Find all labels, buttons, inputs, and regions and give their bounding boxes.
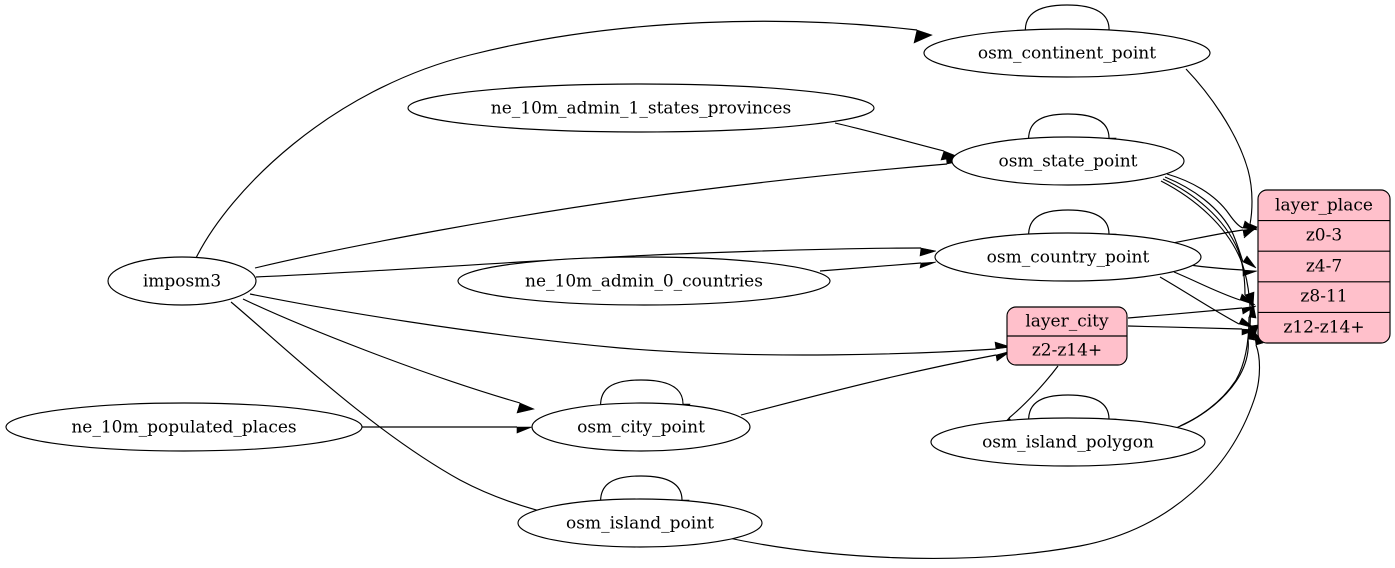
node-label-osm_island_polygon: osm_island_polygon — [982, 433, 1154, 453]
node-osm_city_point[interactable]: osm_city_point — [531, 402, 751, 452]
edge-ne_admin1-to-osm_state_point — [834, 122, 961, 161]
node-label-ne_10m_populated_places: ne_10m_populated_places — [71, 418, 296, 438]
edge-imposm3-to-osm_state_point — [254, 154, 964, 269]
edge-osm_island_polygon-to-layer_place-z12 — [1179, 324, 1256, 427]
record-layer: layer_place z0-3 z4-7 z8-11 z12-z14+ lay… — [1006, 189, 1391, 366]
edge-osm_country_point-to-layer_place-z0-3 — [1172, 227, 1258, 244]
edge-layer — [195, 4, 1264, 559]
node-ne_10m_admin_1_states_provinces[interactable]: ne_10m_admin_1_states_provinces — [407, 83, 875, 133]
record-row-layer_city-title: layer_city — [1025, 312, 1109, 332]
node-label-osm_state_point: osm_state_point — [999, 152, 1138, 172]
record-row-layer_city-z2-z14plus[interactable]: z2-z14+ — [1032, 341, 1102, 361]
edge-osm_state_point-to-layer_place-z4-7 — [1164, 176, 1257, 269]
node-osm_continent_point[interactable]: osm_continent_point — [923, 28, 1211, 78]
edge-osm_city_point-to-layer_city — [740, 350, 1012, 416]
edge-ne_populated-to-osm_city_point — [362, 426, 533, 434]
record-node-layer_city[interactable]: layer_city z2-z14+ — [1006, 306, 1128, 366]
node-label-osm_island_point: osm_island_point — [566, 514, 714, 534]
edge-ne_admin0-to-osm_country_point — [819, 261, 937, 272]
edge-osm_continent_point-to-layer_place-z0-3 — [1185, 68, 1258, 239]
edge-layer_city-to-layer_place-z12 — [1127, 325, 1257, 336]
node-ne_10m_admin_0_countries[interactable]: ne_10m_admin_0_countries — [457, 256, 831, 306]
node-label-ne_10m_admin_0_countries: ne_10m_admin_0_countries — [525, 272, 763, 292]
record-row-layer_place-title: layer_place — [1275, 196, 1373, 216]
node-osm_state_point[interactable]: osm_state_point — [951, 136, 1185, 186]
edge-osm_country_point-to-layer_place-z4-7 — [1189, 264, 1258, 277]
edge-osm_country_point-to-layer_place-z8-11 — [1173, 271, 1256, 306]
node-label-ne_10m_admin_1_states_provinces: ne_10m_admin_1_states_provinces — [491, 99, 791, 119]
node-osm_island_point[interactable]: osm_island_point — [517, 498, 763, 548]
node-label-osm_city_point: osm_city_point — [577, 418, 705, 438]
node-osm_country_point[interactable]: osm_country_point — [934, 232, 1202, 282]
node-label-osm_country_point: osm_country_point — [987, 248, 1150, 268]
record-row-layer_place-z8-11[interactable]: z8-11 — [1300, 287, 1347, 307]
edge-layer_city-to-layer_place-z8-11 — [1127, 305, 1257, 319]
node-ne_10m_populated_places[interactable]: ne_10m_populated_places — [5, 402, 363, 452]
edge-osm_country_point-to-layer_place-z12 — [1159, 276, 1255, 329]
node-imposm3[interactable]: imposm3 — [107, 256, 257, 306]
node-osm_island_polygon[interactable]: osm_island_polygon — [930, 417, 1206, 467]
record-row-layer_place-z0-3[interactable]: z0-3 — [1306, 226, 1342, 246]
record-row-layer_place-z4-7[interactable]: z4-7 — [1306, 257, 1342, 277]
node-layer: imposm3 ne_10m_admin_1_states_provinces … — [5, 28, 1211, 548]
edge-imposm3-to-osm_continent_point — [195, 20, 933, 259]
node-label-imposm3: imposm3 — [143, 272, 221, 292]
edge-osm_state_point-to-layer_place-z0-3 — [1166, 173, 1258, 231]
record-row-layer_place-z12-z14plus[interactable]: z12-z14+ — [1283, 318, 1364, 338]
record-node-layer_place[interactable]: layer_place z0-3 z4-7 z8-11 z12-z14+ — [1257, 189, 1391, 344]
edge-imposm3-to-osm_city_point — [242, 298, 535, 414]
node-label-osm_continent_point: osm_continent_point — [978, 44, 1156, 64]
